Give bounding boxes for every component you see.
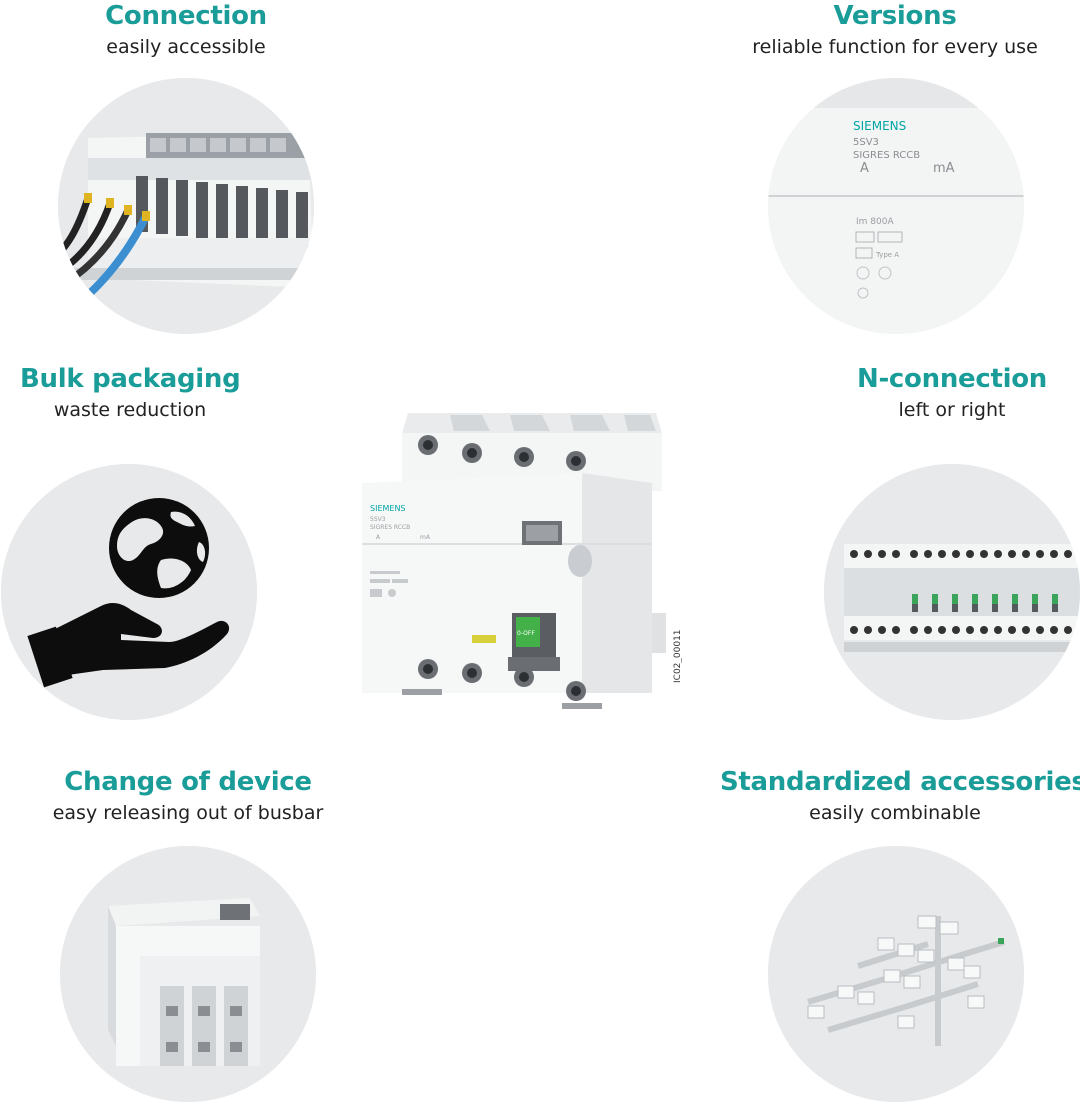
feature-connection: Connection easily accessible bbox=[60, 0, 312, 60]
feature-versions: Versions reliable function for every use bbox=[740, 0, 1050, 60]
accessories-image bbox=[768, 846, 1024, 1102]
feature-subtitle: easily accessible bbox=[106, 36, 266, 58]
product-brand: SIEMENS bbox=[370, 504, 406, 513]
feature-subtitle: easy releasing out of busbar bbox=[52, 802, 324, 824]
feature-title: Bulk packaging bbox=[20, 364, 241, 394]
product-model: 5SV3 bbox=[370, 516, 386, 523]
label-series: SIGRES RCCB bbox=[853, 150, 920, 161]
feature-title: Standardized accessories bbox=[720, 767, 1080, 797]
label-milliamp-unit: mA bbox=[933, 161, 955, 176]
rccb-product-image: SIEMENS 5SV3 SIGRES RCCB A mA 0-OFF IC02… bbox=[362, 393, 683, 733]
product-series: SIGRES RCCB bbox=[370, 524, 410, 531]
switch-label: 0-OFF bbox=[517, 630, 535, 637]
feature-title: N-connection bbox=[856, 364, 1047, 394]
label-brand: SIEMENS bbox=[853, 119, 906, 133]
feature-title: Connection bbox=[105, 1, 267, 31]
feature-n-connection: N-connection left or right bbox=[842, 363, 1062, 423]
feature-title: Change of device bbox=[64, 767, 312, 797]
feature-bulk-packaging: Bulk packaging waste reduction bbox=[20, 363, 241, 423]
device-busbar-illustration bbox=[60, 846, 316, 1102]
feature-subtitle: waste reduction bbox=[53, 399, 207, 421]
feature-standardized-accessories: Standardized accessories easily combinab… bbox=[720, 766, 1080, 826]
product-milliamp-unit: mA bbox=[420, 534, 431, 541]
label-type: Type A bbox=[875, 251, 899, 259]
device-row-illustration bbox=[824, 464, 1080, 720]
n-connection-image bbox=[824, 464, 1080, 720]
label-ampere-unit: A bbox=[860, 161, 869, 176]
feature-subtitle: reliable function for every use bbox=[752, 36, 1038, 58]
feature-change-of-device: Change of device easy releasing out of b… bbox=[40, 766, 336, 826]
feature-subtitle: easily combinable bbox=[809, 802, 981, 824]
feature-subtitle: left or right bbox=[898, 399, 1006, 421]
terminal-block-illustration bbox=[58, 78, 314, 334]
accessories-illustration bbox=[768, 846, 1024, 1102]
product-ampere-unit: A bbox=[376, 534, 381, 541]
rccb-device-illustration: SIEMENS 5SV3 SIGRES RCCB A mA 0-OFF IC02… bbox=[362, 413, 683, 709]
connection-image bbox=[58, 78, 314, 334]
device-label-illustration: SIEMENS 5SV3 SIGRES RCCB A mA Im 800A Ty… bbox=[768, 78, 1024, 334]
change-of-device-image bbox=[60, 846, 316, 1102]
label-model: 5SV3 bbox=[853, 137, 879, 148]
feature-title: Versions bbox=[833, 1, 957, 31]
versions-image: SIEMENS 5SV3 SIGRES RCCB A mA Im 800A Ty… bbox=[768, 78, 1024, 334]
label-rating: Im 800A bbox=[856, 217, 894, 227]
image-code: IC02_00011 bbox=[673, 629, 682, 683]
globe-in-hand-icon bbox=[1, 464, 257, 720]
bulk-packaging-image bbox=[1, 464, 257, 720]
